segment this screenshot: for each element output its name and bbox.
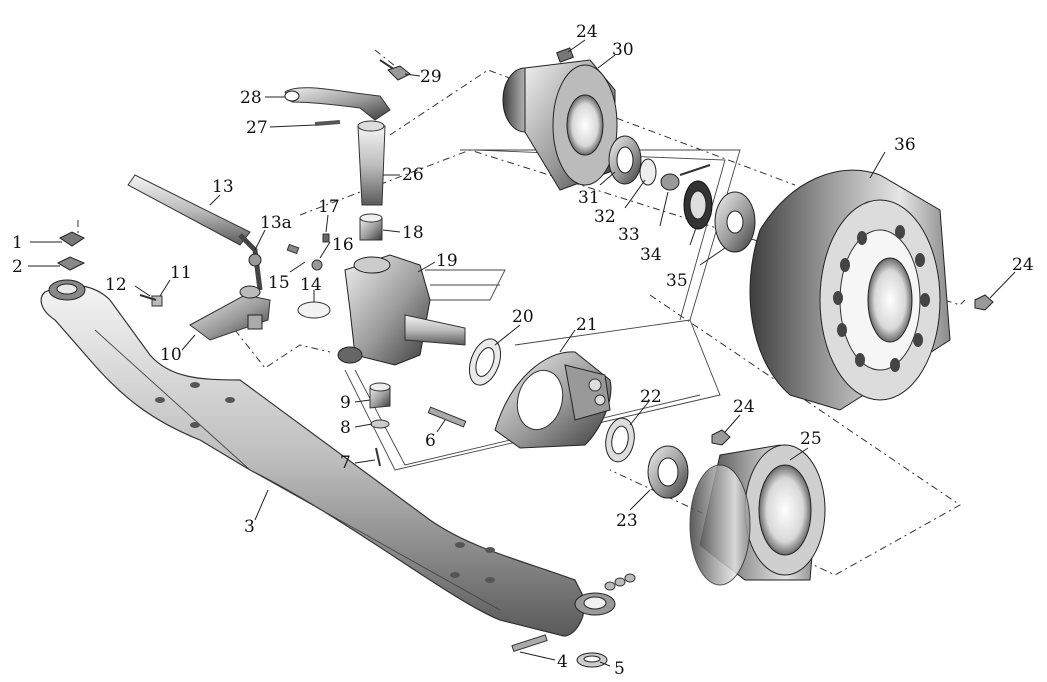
part-labels: 1 2 3 4 5 6 7 8 9 10 11 12 13 13a 14 15 …	[12, 22, 1034, 679]
label-15: 15	[268, 273, 290, 293]
lower-knuckle-parts	[369, 382, 467, 467]
label-23: 23	[616, 511, 638, 531]
label-20: 20	[512, 307, 534, 327]
tie-rod	[127, 174, 263, 291]
label-31: 31	[578, 188, 600, 208]
label-13a: 13a	[260, 213, 292, 233]
king-pin	[357, 120, 386, 241]
label-4: 4	[557, 652, 568, 672]
inner-bearing	[647, 445, 689, 499]
label-3: 3	[244, 517, 255, 537]
label-27: 27	[246, 118, 268, 138]
tie-rod-clamp	[189, 285, 271, 341]
label-18: 18	[402, 223, 424, 243]
adjusting-nut	[660, 164, 711, 191]
label-35: 35	[666, 271, 688, 291]
label-10: 10	[160, 345, 182, 365]
label-34: 34	[640, 245, 662, 265]
hub-cap	[714, 191, 756, 253]
label-7: 7	[340, 453, 351, 473]
label-17: 17	[318, 197, 340, 217]
label-8: 8	[340, 418, 351, 438]
small-fasteners	[56, 231, 331, 319]
wheel-nuts	[711, 294, 994, 446]
steering-arm	[284, 59, 411, 126]
label-32: 32	[594, 207, 616, 227]
label-13: 13	[212, 177, 234, 197]
hub-seal	[683, 180, 713, 230]
label-30: 30	[612, 40, 634, 60]
pin-and-nut-parts	[511, 573, 636, 668]
label-26: 26	[402, 165, 424, 185]
label-33: 33	[618, 225, 640, 245]
oil-seal	[605, 417, 635, 463]
label-1: 1	[12, 233, 23, 253]
label-24-wheel: 24	[1012, 255, 1034, 275]
label-9: 9	[340, 393, 351, 413]
steering-knuckle	[337, 254, 466, 366]
brake-drum	[689, 444, 826, 586]
wheel-hub	[502, 47, 618, 191]
outer-bearing	[608, 135, 642, 185]
seal-ring	[468, 338, 502, 386]
label-2: 2	[12, 257, 23, 277]
thrust-washer	[639, 158, 657, 186]
label-19: 19	[436, 251, 458, 271]
wheel-rim	[749, 169, 951, 411]
brake-assembly	[494, 351, 612, 449]
leader-lines	[28, 39, 1016, 667]
label-21: 21	[576, 315, 598, 335]
label-36: 36	[894, 135, 916, 155]
label-6: 6	[425, 431, 436, 451]
label-28: 28	[240, 88, 262, 108]
label-11: 11	[170, 263, 192, 283]
label-22: 22	[640, 387, 662, 407]
label-24-hub: 24	[576, 22, 598, 42]
label-16: 16	[332, 235, 354, 255]
label-24-drum: 24	[733, 397, 755, 417]
label-29: 29	[420, 67, 442, 87]
label-25: 25	[800, 429, 822, 449]
front-axle-beam	[40, 279, 616, 637]
label-12: 12	[105, 275, 127, 295]
label-5: 5	[614, 659, 625, 679]
label-14: 14	[300, 275, 322, 295]
